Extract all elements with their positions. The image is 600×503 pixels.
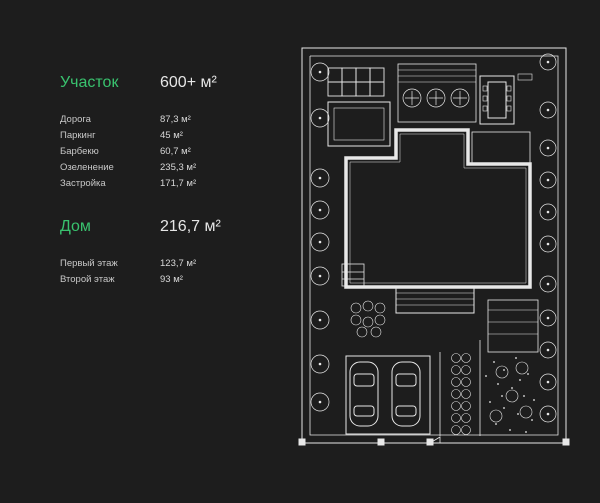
site-row-road: Дорога 87,3 м² <box>60 112 260 128</box>
row-value: 171,7 м² <box>160 178 197 189</box>
site-header: Участок 600+ м² <box>60 74 260 92</box>
hedge-column <box>451 353 471 435</box>
car-left <box>349 361 379 427</box>
tree-centers <box>318 60 550 416</box>
row-label: Второй этаж <box>60 274 115 285</box>
house-footprint <box>344 128 532 289</box>
plot-boundary <box>301 47 567 444</box>
site-plan-drawing <box>298 47 570 446</box>
row-label: Паркинг <box>60 130 96 141</box>
site-area: 600+ м² <box>160 74 217 91</box>
car-right <box>391 361 421 427</box>
site-row-bbq: Барбекю 60,7 м² <box>60 144 260 160</box>
row-label: Дорога <box>60 114 91 125</box>
garden-bed <box>487 299 539 353</box>
house-header: Дом 216,7 м² <box>60 218 260 236</box>
house-area: 216,7 м² <box>160 218 221 235</box>
site-title: Участок <box>60 74 119 91</box>
row-label: Барбекю <box>60 146 99 157</box>
area-info-panel: Участок 600+ м² Дорога 87,3 м² Паркинг 4… <box>60 74 260 288</box>
carport <box>345 355 431 435</box>
row-label: Озеленение <box>60 162 114 173</box>
trees-right <box>539 53 557 423</box>
row-value: 45 м² <box>160 130 183 141</box>
driveway <box>439 340 481 436</box>
row-value: 87,3 м² <box>160 114 191 125</box>
deck-slats <box>398 69 476 83</box>
row-label: Застройка <box>60 178 106 189</box>
site-row-parking: Паркинг 45 м² <box>60 128 260 144</box>
terrace <box>471 131 531 165</box>
row-value: 93 м² <box>160 274 183 285</box>
row-value: 235,3 м² <box>160 162 197 173</box>
site-plan <box>290 40 580 460</box>
parking-grid-top <box>327 67 385 97</box>
row-value: 123,7 м² <box>160 258 197 269</box>
house-title: Дом <box>60 218 91 235</box>
row-label: Первый этаж <box>60 258 118 269</box>
dining-area <box>479 75 515 125</box>
site-row-building: Застройка 171,7 м² <box>60 176 260 192</box>
house-rows: Первый этаж 123,7 м² Второй этаж 93 м² <box>60 256 260 288</box>
site-row-greenery: Озеленение 235,3 м² <box>60 160 260 176</box>
house-row-first-floor: Первый этаж 123,7 м² <box>60 256 260 272</box>
shrubs-left <box>350 300 386 338</box>
porch <box>395 286 475 314</box>
garden-texture <box>485 357 535 433</box>
pool <box>327 101 391 147</box>
garden-shrubs <box>489 361 533 423</box>
row-value: 60,7 м² <box>160 146 191 157</box>
house-row-second-floor: Второй этаж 93 м² <box>60 272 260 288</box>
fence-line <box>309 55 559 436</box>
bbq-plants <box>402 88 470 108</box>
trees-left <box>310 62 330 412</box>
bbq-zone <box>397 63 477 123</box>
gate <box>429 436 441 444</box>
house-entry-steps <box>341 263 365 287</box>
site-rows: Дорога 87,3 м² Паркинг 45 м² Барбекю 60,… <box>60 112 260 192</box>
